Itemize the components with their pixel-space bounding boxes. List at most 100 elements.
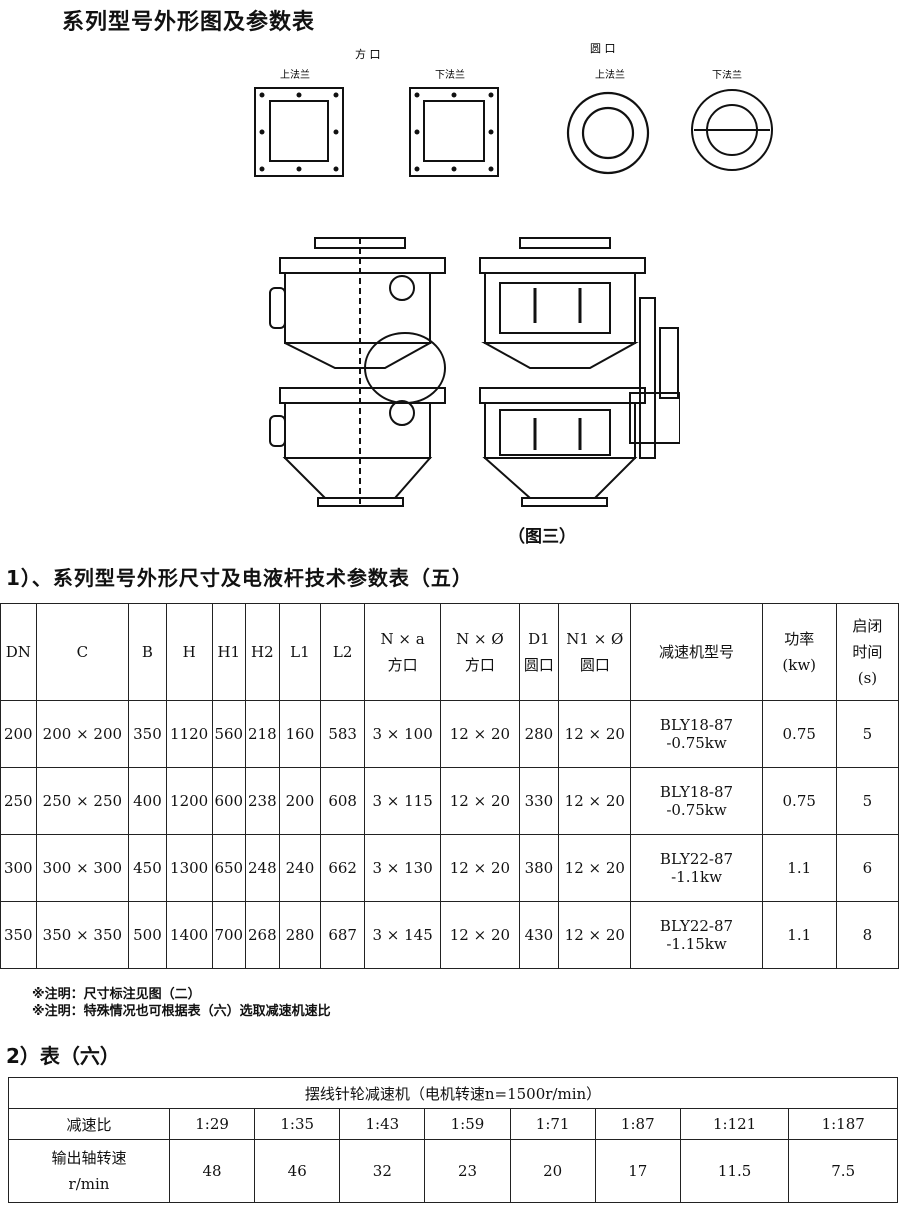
speed-cell: 20 <box>509 1139 596 1203</box>
table5-header: H <box>165 603 213 701</box>
table5-header: C <box>35 603 130 701</box>
table5-header: DN <box>0 603 37 701</box>
table5-header-text: N × Ø <box>456 630 504 648</box>
table-cell: 250 <box>0 767 37 835</box>
table-cell: 430 <box>518 901 560 969</box>
table5-header-text: B <box>141 643 153 661</box>
table-cell: 12 × 20 <box>440 700 520 768</box>
table-cell: 1300 <box>165 834 213 902</box>
table5-header-text: (s) <box>857 669 878 687</box>
table-cell: 268 <box>245 901 280 969</box>
square-lower-flange <box>409 87 499 177</box>
table-cell: 3 × 100 <box>363 700 442 768</box>
table-cell: 560 <box>211 700 247 768</box>
page-title: 系列型号外形图及参数表 <box>62 10 316 35</box>
ratio-cell: 1:121 <box>679 1108 790 1140</box>
table-cell: 248 <box>245 834 280 902</box>
table-cell: 5 <box>835 700 900 768</box>
speed-cell: 46 <box>254 1139 341 1203</box>
ratio-cell: 1:187 <box>788 1108 898 1140</box>
table5-header-text: H2 <box>251 643 274 661</box>
table5-header-text: L2 <box>332 643 353 661</box>
lower-flange-label: 下法兰 <box>435 68 465 81</box>
speed-cell: 23 <box>424 1139 511 1203</box>
table-cell: 3 × 115 <box>363 767 442 835</box>
speed-cell: 48 <box>168 1139 256 1203</box>
table5-header: L2 <box>320 603 365 701</box>
table-cell: 687 <box>320 901 365 969</box>
table5-header-text: 方口 <box>464 656 495 674</box>
table5-header: L1 <box>278 603 322 701</box>
table-cell: 8 <box>835 901 900 969</box>
round-flange-a <box>566 91 650 175</box>
table-cell: 330 <box>518 767 560 835</box>
table5-header-text: DN <box>5 643 31 661</box>
section-1-title: 1）、系列型号外形尺寸及电液杆技术参数表（五） <box>6 566 473 590</box>
outline-drawing: 方 口 圆 口 上法兰 下法兰 上法兰 <box>254 42 680 508</box>
round-flange-pair <box>560 70 700 200</box>
table5-header: 启闭时间 (s) <box>835 603 900 701</box>
table-cell: 12 × 20 <box>558 700 632 768</box>
table-cell: 1.1 <box>761 834 837 902</box>
table5-header-text: L1 <box>290 643 310 661</box>
round-port-label: 圆 口 <box>590 42 616 55</box>
square-port-label: 方 口 <box>355 47 381 61</box>
table-cell: BLY22-87-1.15kw <box>630 901 763 969</box>
ratio-cell: 1:35 <box>254 1108 341 1140</box>
round-lower-flange-drawing: 下法兰 <box>691 70 773 171</box>
speed-cell: 32 <box>339 1139 426 1203</box>
table5-header-text: 减速机型号 <box>659 643 735 661</box>
table-cell: BLY18-87-0.75kw <box>630 700 763 768</box>
table-cell: 280 <box>518 700 560 768</box>
round-lower-flange-label: 下法兰 <box>712 70 742 81</box>
table-cell: 160 <box>278 700 322 768</box>
table-cell: 200 <box>278 767 322 835</box>
table-cell: 350 <box>0 901 37 969</box>
table-cell: BLY22-87-1.1kw <box>630 834 763 902</box>
table-cell: 1200 <box>165 767 213 835</box>
table-cell: 608 <box>320 767 365 835</box>
notes: ※注明：尺寸标注见图（二） ※注明：特殊情况也可根据表（六）选取减速机速比 <box>32 986 331 1020</box>
table-cell: 12 × 20 <box>558 834 632 902</box>
table-cell: 12 × 20 <box>440 767 520 835</box>
round-upper-flange-label: 上法兰 <box>595 68 625 81</box>
table-cell: 200 <box>0 700 37 768</box>
table-cell: 240 <box>278 834 322 902</box>
table5-header: H2 <box>245 603 280 701</box>
table-cell: 200 × 200 <box>35 700 130 768</box>
table5-header-text: C <box>76 643 89 661</box>
table-cell: BLY18-87-0.75kw <box>630 767 763 835</box>
table5-header: N × Ø 方口 <box>440 603 520 701</box>
table-cell: 700 <box>211 901 247 969</box>
table5-header-text: 圆口 <box>579 656 610 674</box>
ratio-cell: 1:71 <box>509 1108 596 1140</box>
upper-flange-label: 上法兰 <box>280 68 310 81</box>
table-cell: 600 <box>211 767 247 835</box>
table5-header-text: N × a <box>380 630 425 648</box>
table-cell: 3 × 130 <box>363 834 442 902</box>
table-cell: 6 <box>835 834 900 902</box>
figure-caption: （图三） <box>508 527 576 547</box>
table5-header-text: 功率 <box>784 630 815 648</box>
table5-header-text: 时间 <box>852 643 883 661</box>
table5-header: B <box>128 603 167 701</box>
table-cell: 12 × 20 <box>558 901 632 969</box>
table-cell: 12 × 20 <box>440 901 520 969</box>
table-cell: 1120 <box>165 700 213 768</box>
table-cell: 450 <box>128 834 167 902</box>
table-cell: 280 <box>278 901 322 969</box>
table-cell: 300 <box>0 834 37 902</box>
table-cell: 250 × 250 <box>35 767 130 835</box>
table-cell: 583 <box>320 700 365 768</box>
ratio-cell: 1:87 <box>594 1108 681 1140</box>
table5-header-text: 启闭 <box>852 617 883 635</box>
table-cell: 1.1 <box>761 901 837 969</box>
table-cell: 3 × 145 <box>363 901 442 969</box>
